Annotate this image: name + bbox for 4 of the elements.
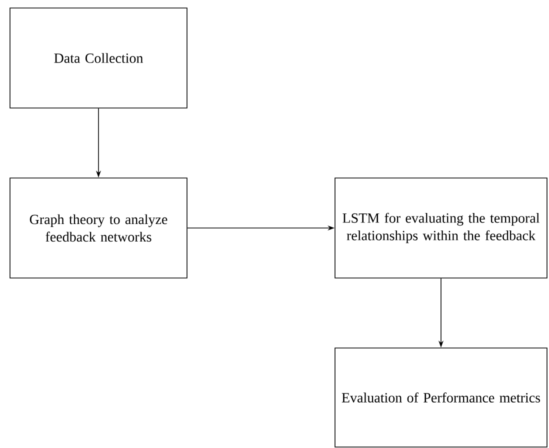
process-box: Graph theory to analyze feedback networks xyxy=(10,178,188,278)
process-box: Evaluation of Performance metrics xyxy=(334,348,548,448)
process-box: Data Collection xyxy=(10,8,188,108)
process-box: LSTM for evaluating the temporal relationships within the feedback xyxy=(334,178,548,278)
